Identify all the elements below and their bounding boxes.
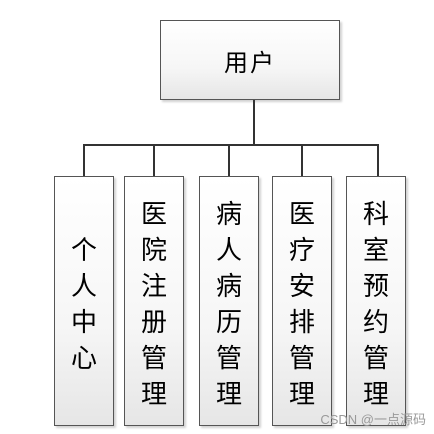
child-node-label: 个人中心 <box>70 236 97 374</box>
child-node-hospital-registration: 医院注册管理 <box>124 176 184 426</box>
child-node-department-booking: 科室预约管理 <box>346 176 406 426</box>
child-node-label: 医疗安排管理 <box>288 200 315 410</box>
child-node-patient-records: 病人病历管理 <box>199 176 259 426</box>
connector-child-4 <box>301 144 303 176</box>
connector-horizontal-bar <box>83 144 379 146</box>
root-node-user: 用户 <box>160 20 340 100</box>
watermark: CSDN @一点源码 <box>320 412 426 427</box>
connector-root-trunk <box>253 100 255 145</box>
connector-child-2 <box>153 144 155 176</box>
root-node-label: 用户 <box>224 48 276 77</box>
child-node-personal-center: 个人中心 <box>54 176 114 426</box>
connector-child-3 <box>228 144 230 176</box>
connector-child-1 <box>83 144 85 176</box>
child-node-label: 医院注册管理 <box>140 200 167 410</box>
child-node-label: 病人病历管理 <box>215 200 242 410</box>
connector-child-5 <box>377 144 379 176</box>
child-node-medical-schedule: 医疗安排管理 <box>272 176 332 426</box>
child-node-label: 科室预约管理 <box>362 200 389 410</box>
